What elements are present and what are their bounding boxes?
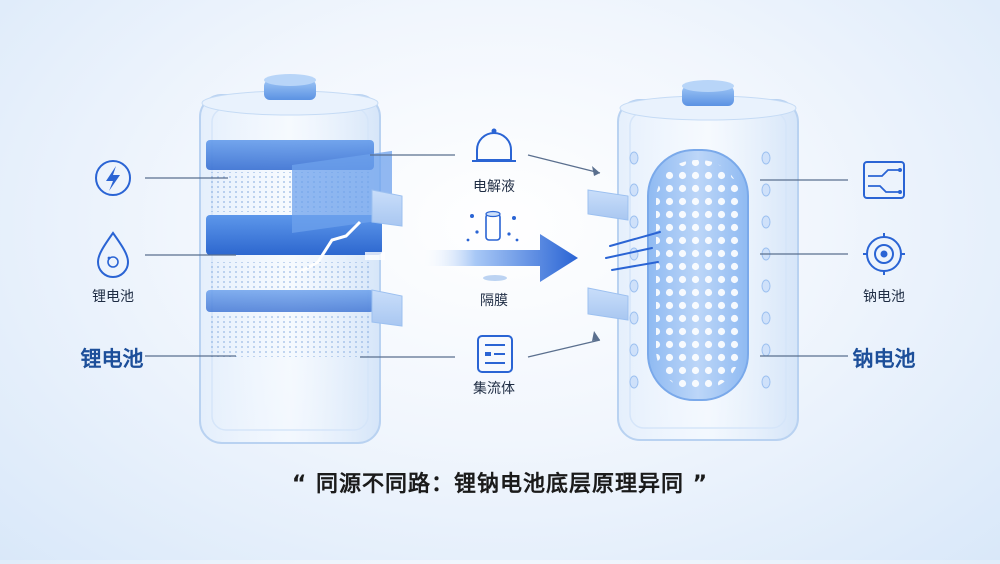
- layer-anode: [206, 290, 374, 312]
- sodium-title: 钠电池: [852, 347, 916, 371]
- lithium-title: 锂电池: [80, 347, 144, 371]
- collector-label: 集流体: [473, 381, 515, 397]
- sodium-battery: [587, 80, 799, 441]
- lithium-battery: [199, 74, 403, 444]
- target-icon: [863, 233, 905, 275]
- lightning-icon: [95, 160, 131, 196]
- transition-arrow: [420, 234, 578, 282]
- separator-label: 隔膜: [480, 293, 508, 309]
- separator-mark: [483, 275, 507, 281]
- electrolyte-label: 电解液: [473, 179, 515, 195]
- bell-icon: [472, 128, 516, 162]
- right-small-label: 钠电池: [863, 289, 905, 305]
- document-list-icon: [477, 335, 513, 373]
- circuit-icon: [863, 161, 905, 199]
- caption: “ 同源不同路：锂钠电池底层原理异同 ”: [291, 472, 709, 497]
- cylinder-icon: [466, 210, 519, 242]
- connector-lines: [145, 154, 848, 358]
- left-small-label: 锂电池: [92, 289, 134, 305]
- droplet-icon: [96, 231, 130, 278]
